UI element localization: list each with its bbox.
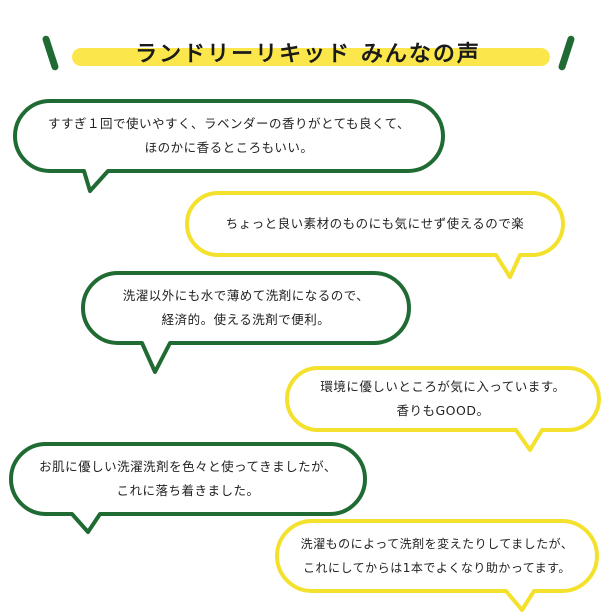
testimonial-3-line-2: 経済的。使える洗剤で便利。 xyxy=(161,312,331,327)
title-area: ランドリーリキッド みんなの声 xyxy=(0,30,616,76)
testimonial-1-line-2: ほのかに香るところもいい。 xyxy=(144,140,314,155)
speech-bubble-4 xyxy=(285,366,601,452)
testimonial-4-line-2: 香りもGOOD。 xyxy=(396,403,490,418)
testimonial-4-line-1: 環境に優しいところが気に入っています。 xyxy=(320,379,566,394)
testimonial-6-line-1: 洗濯ものによって洗剤を変えたりしてましたが、 xyxy=(300,537,574,551)
testimonial-2: ちょっと良い素材のものにも気にせず使えるので楽 xyxy=(190,193,560,255)
title-highlight-bar xyxy=(72,48,550,66)
testimonial-4: 環境に優しいところが気に入っています。 香りもGOOD。 xyxy=(290,368,596,430)
speech-bubble-1 xyxy=(13,99,445,193)
testimonial-5-line-2: これに落ち着きました。 xyxy=(116,483,260,498)
speech-bubble-6 xyxy=(275,519,599,612)
testimonial-6: 洗濯ものによって洗剤を変えたりしてましたが、 これにしてからは1本でよくなり助か… xyxy=(278,521,596,591)
testimonial-2-line-1: ちょっと良い素材のものにも気にせず使えるので楽 xyxy=(225,216,525,231)
testimonial-1-line-1: すすぎ１回で使いやすく、ラベンダーの香りがとても良くて、 xyxy=(47,116,410,131)
testimonial-6-line-2: これにしてからは1本でよくなり助かってます。 xyxy=(303,561,571,575)
testimonial-3-line-1: 洗濯以外にも水で薄めて洗剤になるので、 xyxy=(122,288,370,303)
speech-bubble-5 xyxy=(9,442,367,534)
testimonial-5: お肌に優しい洗濯洗剤を色々と使ってきましたが、 これに落ち着きました。 xyxy=(14,444,362,514)
page-title: ランドリーリキッド みんなの声 xyxy=(135,42,481,67)
testimonial-1: すすぎ１回で使いやすく、ラベンダーの香りがとても良くて、 ほのかに香るところもい… xyxy=(20,101,438,171)
speech-bubble-2 xyxy=(185,191,565,279)
speech-bubble-3 xyxy=(81,271,411,374)
testimonial-5-line-1: お肌に優しい洗濯洗剤を色々と使ってきましたが、 xyxy=(39,459,337,474)
testimonial-3: 洗濯以外にも水で薄めて洗剤になるので、 経済的。使える洗剤で便利。 xyxy=(86,273,406,343)
